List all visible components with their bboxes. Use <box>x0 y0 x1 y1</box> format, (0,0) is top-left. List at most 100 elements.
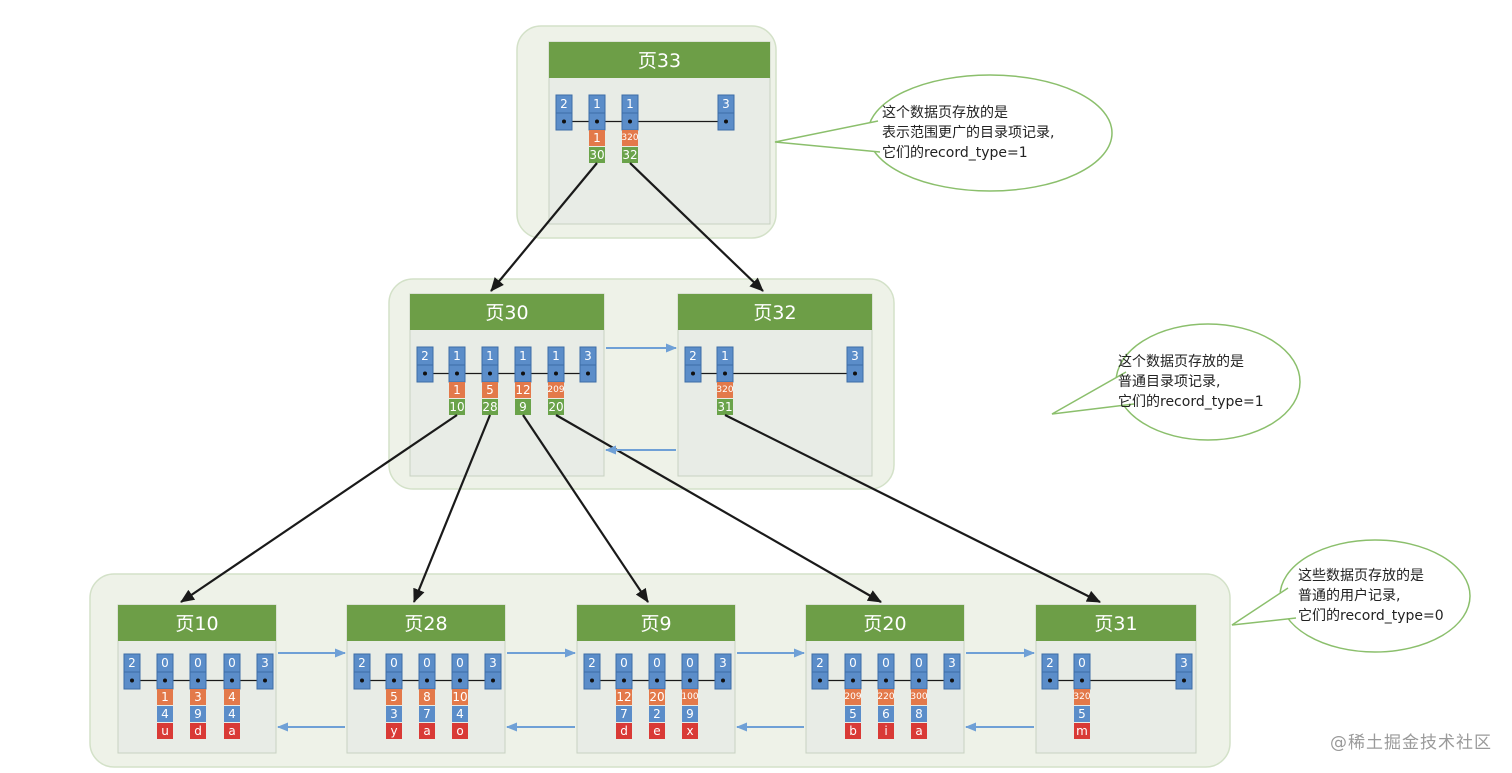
next-pointer-dot <box>691 371 695 376</box>
next-pointer-dot <box>851 678 855 683</box>
record-col3: a <box>228 724 235 738</box>
record-col3-box <box>616 723 632 739</box>
callout-line: 普通的用户记录, <box>1298 587 1400 604</box>
record-type-label: 3 <box>948 656 956 670</box>
record-key-box <box>190 689 206 705</box>
record-key-box <box>878 689 894 705</box>
record-child-page: 31 <box>717 400 732 414</box>
record-key-box <box>622 130 638 146</box>
record-child-page-box <box>589 147 605 163</box>
record-type-label: 1 <box>519 349 527 363</box>
record-key-box <box>548 382 564 398</box>
record-p28-0: 2 <box>353 653 371 690</box>
record-type-label: 2 <box>421 349 429 363</box>
record-col2: 4 <box>228 707 236 721</box>
page-header <box>577 605 735 641</box>
record-type-label: 1 <box>593 97 601 111</box>
record-key-box <box>482 382 498 398</box>
record-key: 1 <box>161 690 169 704</box>
record-key: 12 <box>616 690 631 704</box>
callout-line: 它们的record_type=0 <box>1298 607 1444 624</box>
record-type-label: 0 <box>228 656 236 670</box>
next-pointer-dot <box>1182 678 1186 683</box>
record-col3-box <box>386 723 402 739</box>
next-pointer-dot <box>595 119 599 124</box>
record-child-page: 30 <box>589 148 604 162</box>
record-type-label: 0 <box>620 656 628 670</box>
record-type-label: 1 <box>486 349 494 363</box>
next-pointer-dot <box>586 371 590 376</box>
record-p10-4: 3 <box>256 653 274 690</box>
next-pointer-dot <box>554 371 558 376</box>
record-col2-box <box>649 706 665 722</box>
record-col3-box <box>649 723 665 739</box>
record-col2: 8 <box>915 707 923 721</box>
record-key-box <box>515 382 531 398</box>
record-col2: 6 <box>882 707 890 721</box>
child-pointer-arrow <box>180 414 458 603</box>
record-key: 8 <box>423 690 431 704</box>
record-col2: 4 <box>456 707 464 721</box>
record-type-label: 2 <box>588 656 596 670</box>
record-child-page: 9 <box>519 400 527 414</box>
record-type-label: 0 <box>423 656 431 670</box>
next-pointer-dot <box>392 678 396 683</box>
record-key-box <box>649 689 665 705</box>
next-pointer-dot <box>1080 678 1084 683</box>
next-pointer-dot <box>853 371 857 376</box>
record-col3-box <box>190 723 206 739</box>
record-col2: 9 <box>194 707 202 721</box>
record-key: 100 <box>681 692 698 702</box>
record-key: 300 <box>910 692 927 702</box>
page-header <box>410 294 604 330</box>
record-col2-box <box>190 706 206 722</box>
next-pointer-dot <box>688 678 692 683</box>
record-key: 209 <box>844 692 861 702</box>
record-col2: 5 <box>849 707 857 721</box>
page-title: 页31 <box>1094 613 1137 635</box>
record-col3-box <box>682 723 698 739</box>
record-col3: o <box>456 724 463 738</box>
record-child-page-box <box>622 147 638 163</box>
record-col3-box <box>878 723 894 739</box>
record-p20-4: 3 <box>943 653 961 690</box>
record-key-box <box>616 689 632 705</box>
next-pointer-dot <box>884 678 888 683</box>
record-p30-0: 2 <box>416 346 434 383</box>
record-key: 20 <box>649 690 664 704</box>
record-key-box <box>682 689 698 705</box>
callout-line: 这些数据页存放的是 <box>1298 567 1424 584</box>
record-type-label: 2 <box>1046 656 1054 670</box>
record-type-label: 0 <box>390 656 398 670</box>
next-pointer-dot <box>455 371 459 376</box>
record-type-label: 2 <box>358 656 366 670</box>
record-col2: 7 <box>423 707 431 721</box>
record-type-label: 3 <box>851 349 859 363</box>
record-key: 12 <box>515 383 530 397</box>
record-col2-box <box>157 706 173 722</box>
record-type-label: 0 <box>194 656 202 670</box>
record-p10-0: 2 <box>123 653 141 690</box>
record-type-label: 1 <box>626 97 634 111</box>
callout-line: 表示范围更广的目录项记录, <box>882 124 1054 141</box>
callout-line: 它们的record_type=1 <box>882 144 1028 161</box>
record-key-box <box>845 689 861 705</box>
record-child-page: 20 <box>548 400 563 414</box>
record-col3: x <box>686 724 693 738</box>
record-col3-box <box>1074 723 1090 739</box>
page-title: 页32 <box>753 302 796 324</box>
record-key-box <box>224 689 240 705</box>
next-pointer-dot <box>521 371 525 376</box>
record-child-page-box <box>717 399 733 415</box>
